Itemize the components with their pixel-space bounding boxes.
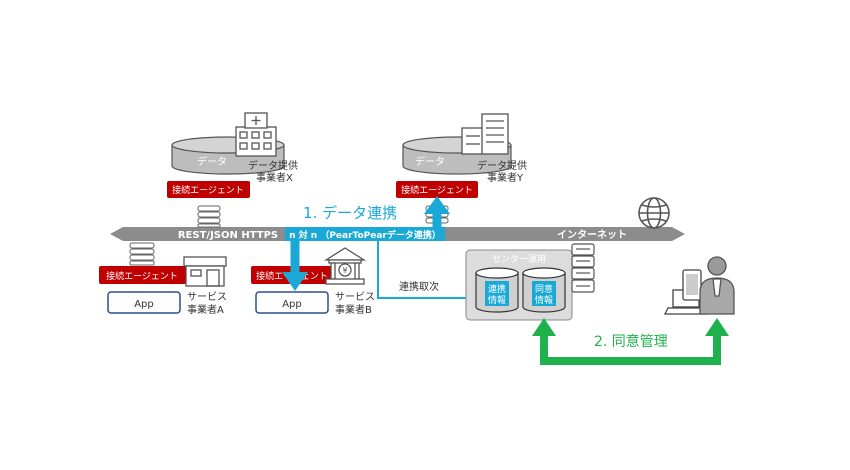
provider-x-name-line2: 事業者X [256,171,293,184]
center-operation: センター運用 連携 情報 同意 情報 [465,243,595,321]
consent-flow: 2. 同意管理 [532,318,729,365]
provider-y-name-line1: データ提供 [477,159,527,172]
globe-icon [638,197,670,229]
service-a-name-line1: サービス [187,291,227,303]
service-b: 接続エージェント ¥ App サービス 事業者B [251,247,375,316]
database-icon: 連携 情報 [475,267,519,313]
service-b-name-line2: 事業者B [335,303,372,316]
agent-badge [99,266,186,284]
service-a: 接続エージェント App サービス 事業者A [99,242,227,316]
agent-badge-label: 接続エージェント [172,184,244,196]
agent-badge-label: 接続エージェント [106,270,178,282]
internet-label: インターネット [557,229,627,241]
connection-mode-label: n 対 n （PearToPearデータ連携） [289,229,441,241]
server-icon [129,242,155,266]
service-a-name-line2: 事業者A [187,303,224,316]
agent-badge [396,181,478,198]
app-box [107,291,181,314]
provider-x: データ データ提供 事業者X 接続エージェント [167,112,298,228]
network-backbone: REST/JSON HTTPS n 対 n （PearToPearデータ連携） … [110,227,685,241]
user-devices [663,256,735,315]
provider-x-name-line1: データ提供 [248,159,298,172]
consent-management-label: 2. 同意管理 [594,333,668,350]
server-icon [197,205,221,228]
data-store-label: データ [415,155,445,168]
app-label: App [134,299,154,310]
protocol-label: REST/JSON HTTPS [178,230,278,241]
hospital-building-icon [235,112,277,157]
smartphone-icon [682,269,702,301]
data-link-label: 1. データ連携 [303,204,397,222]
data-link-flow: 1. データ連携 連携取次 [282,196,475,299]
app-label: App [282,299,302,310]
center-title: センター運用 [492,254,546,265]
db-label-line2: 情報 [488,294,506,306]
db-label-line1: 同意 [535,283,553,295]
provider-y-name-line2: 事業者Y [487,171,524,184]
db-label-line1: 連携 [488,283,506,295]
agent-badge-label: 接続エージェント [401,184,473,196]
center-link-label: 連携取次 [399,280,439,293]
bank-icon [323,247,367,285]
service-b-name-line1: サービス [335,291,375,303]
data-store-label: データ [197,155,227,168]
agent-badge [167,181,250,198]
app-box [255,291,329,314]
server-rack-icon [571,243,595,293]
db-label-line2: 情報 [535,294,553,306]
shop-building-icon [183,256,227,287]
provider-y: データ データ提供 事業者Y 接続エージェント [396,113,527,224]
database-icon: 同意 情報 [522,267,566,313]
person-icon [699,256,735,315]
yen-symbol-icon: ¥ [342,266,347,275]
office-building-icon [461,113,509,155]
